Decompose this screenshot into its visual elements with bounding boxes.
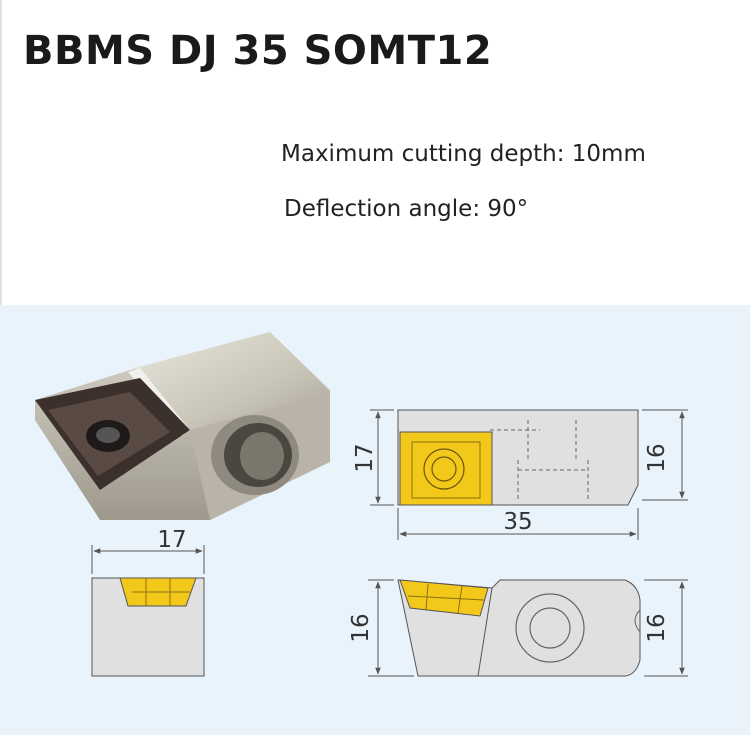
cartridge-photo bbox=[35, 332, 330, 520]
spec-deflection-angle: Deflection angle: 90° bbox=[284, 196, 529, 222]
dim-end-width: 17 bbox=[157, 527, 186, 553]
left-border-rule bbox=[0, 0, 2, 305]
side-view: 16 16 bbox=[348, 579, 688, 677]
end-view: 17 bbox=[91, 527, 205, 677]
spec-max-cutting-depth: Maximum cutting depth: 10mm bbox=[281, 141, 646, 167]
dim-front-height-right: 16 bbox=[644, 443, 670, 472]
dim-side-height-right: 16 bbox=[644, 613, 670, 642]
front-view: 17 16 35 bbox=[352, 409, 688, 540]
dim-side-height-left: 16 bbox=[348, 613, 374, 642]
product-title: BBMS DJ 35 SOMT12 bbox=[23, 28, 493, 74]
dim-front-length: 35 bbox=[503, 509, 532, 535]
dim-front-height-left: 17 bbox=[352, 443, 378, 472]
